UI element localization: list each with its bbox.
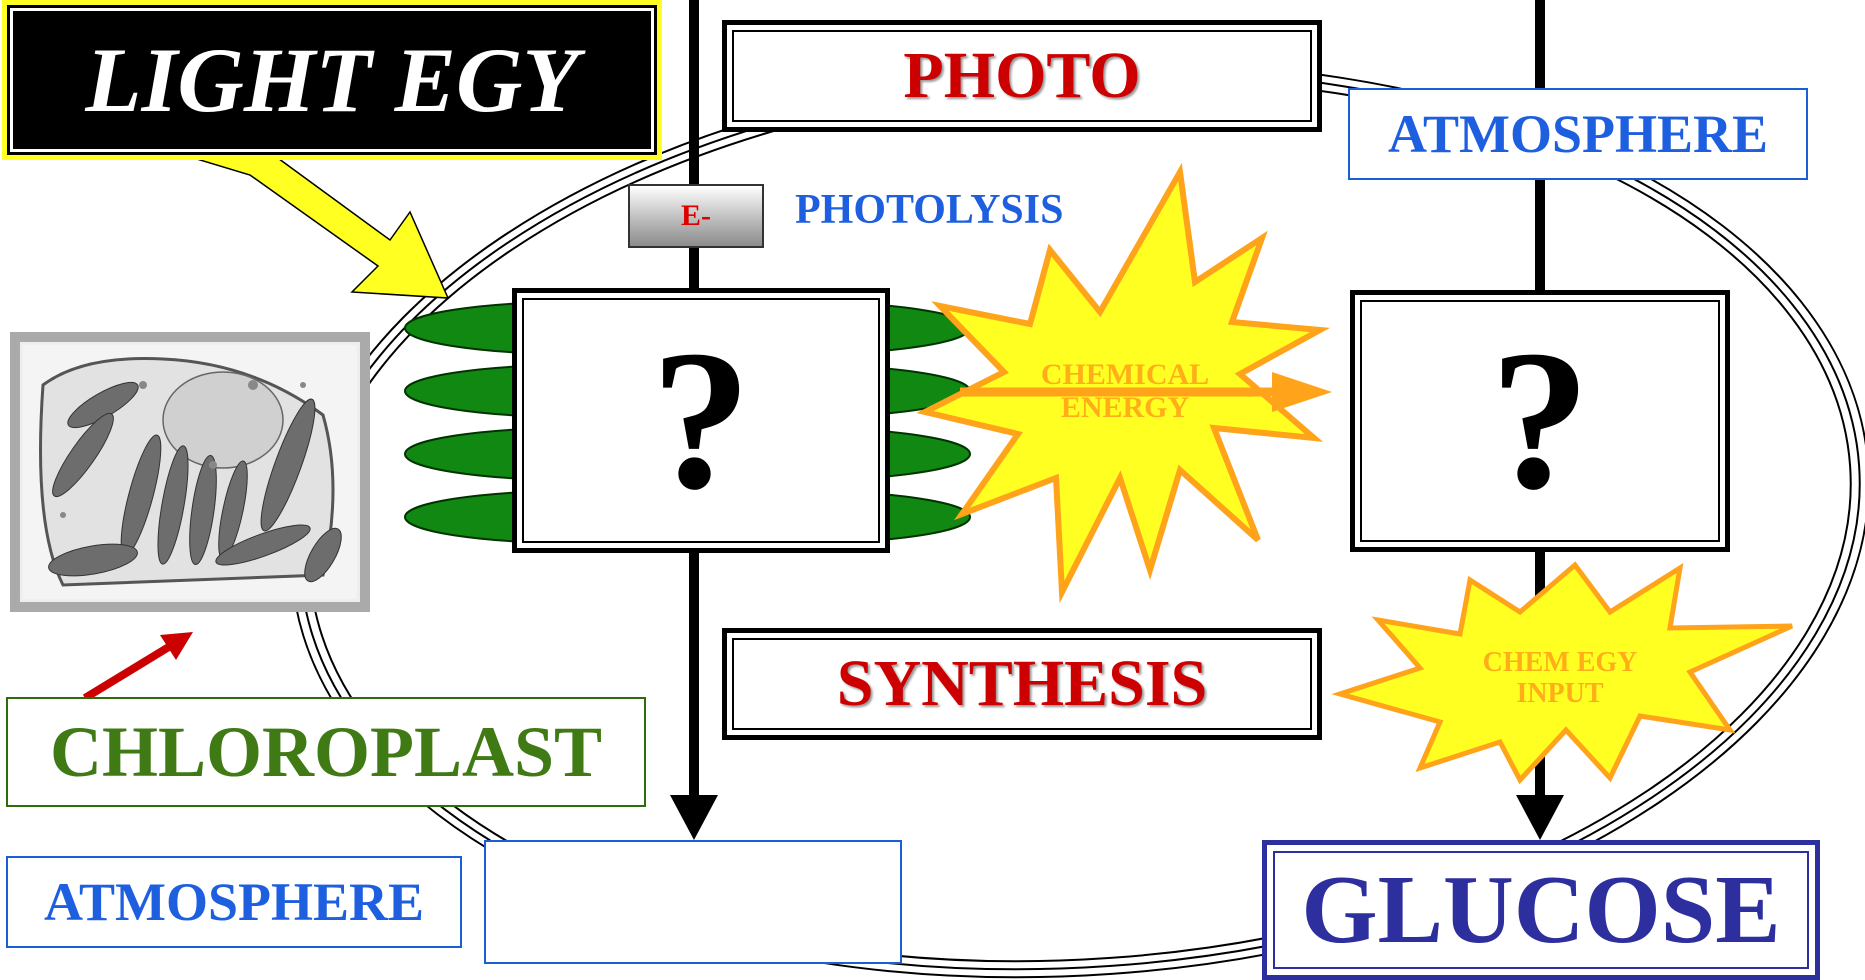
chloroplast-label-box: CHLOROPLAST	[6, 697, 646, 807]
chem-egy-input-line1: CHEM EGY	[1482, 647, 1638, 678]
electron-label: E-	[681, 199, 711, 232]
atmosphere-top-label: ATMOSPHERE	[1387, 104, 1769, 164]
glucose-label: GLUCOSE	[1301, 856, 1781, 964]
chemical-energy-line2: ENERGY	[1060, 391, 1190, 424]
red-arrow-icon	[82, 641, 175, 702]
blank-answer-box[interactable]	[484, 840, 902, 964]
chemical-energy-text: CHEMICAL ENERGY	[1040, 358, 1210, 424]
atmosphere-top-box: ATMOSPHERE	[1348, 88, 1808, 180]
photolysis-label: PHOTOLYSIS	[795, 187, 1064, 233]
electron-box: E-	[628, 184, 764, 248]
chloroplast-micrograph-image	[10, 332, 370, 612]
chem-egy-input-burst	[1331, 561, 1794, 785]
photo-label: PHOTO	[903, 39, 1141, 112]
question-mark-left: ?	[651, 309, 751, 531]
chem-egy-input-line2: INPUT	[1516, 677, 1604, 709]
calvin-cycle-question-box: ?	[1350, 290, 1730, 552]
chloroplast-label: CHLOROPLAST	[49, 711, 603, 792]
right-flow-arrowhead	[1516, 795, 1564, 840]
chemical-energy-line1: CHEMICAL	[1040, 358, 1210, 391]
yellow-arrow-icon	[197, 144, 450, 299]
light-reaction-question-box: ?	[512, 288, 890, 553]
chem-egy-input-text: CHEM EGY INPUT	[1460, 647, 1660, 710]
atmosphere-bottom-box: ATMOSPHERE	[6, 856, 462, 948]
synthesis-label: SYNTHESIS	[836, 647, 1208, 720]
photo-box: PHOTO	[722, 20, 1322, 132]
micrograph-drawing	[23, 345, 357, 599]
synthesis-box: SYNTHESIS	[722, 628, 1322, 740]
atmosphere-bottom-label: ATMOSPHERE	[43, 872, 425, 932]
left-flow-arrowhead	[670, 795, 718, 840]
light-energy-label: LIGHT EGY	[7, 5, 657, 155]
light-energy-label-box: LIGHT EGY	[2, 0, 662, 160]
chemical-energy-burst	[916, 162, 1331, 604]
question-mark-right: ?	[1490, 310, 1590, 531]
glucose-box: GLUCOSE	[1262, 840, 1820, 980]
